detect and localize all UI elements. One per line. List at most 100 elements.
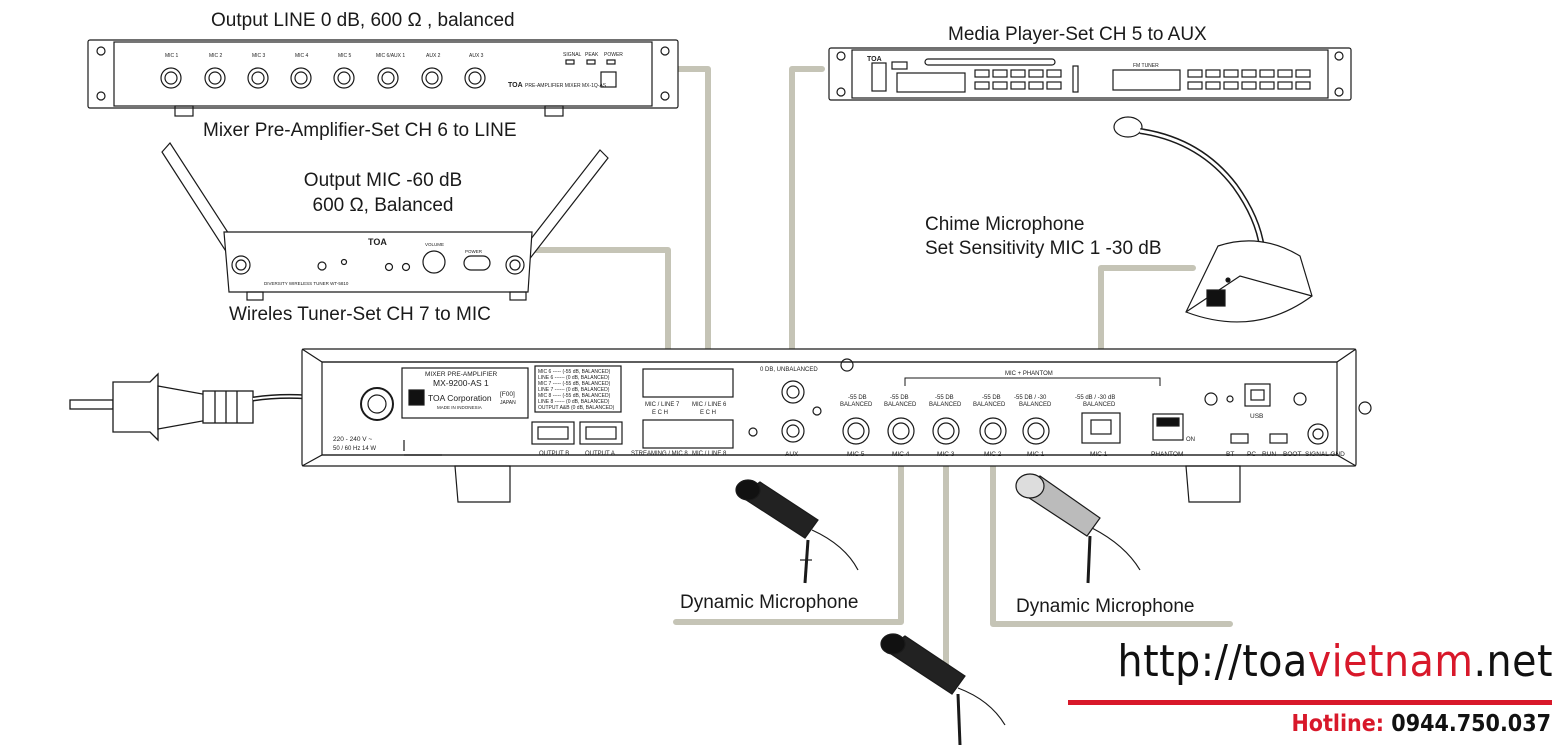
media-display-left: [896, 72, 966, 93]
spec-line: MIC 6 ----- (-55 dB, BALANCED): [538, 369, 611, 375]
media-toa-logo: TOA: [867, 56, 882, 63]
label-bt: BT: [1226, 451, 1234, 458]
label-ech: E C H: [700, 410, 716, 416]
label-mic-line-8: MIC / LINE 8: [692, 451, 727, 457]
label-bal: -55 DB: [890, 395, 909, 401]
output-b-terminal: [531, 421, 575, 445]
label-bal: BALANCED: [840, 402, 873, 408]
tuner-output-label-2: 600 Ω, Balanced: [312, 195, 454, 216]
jack-mic1: [1022, 417, 1050, 445]
spec-box: [534, 365, 622, 413]
mixer-knob-label: MIC 6/AUX 1: [376, 53, 405, 59]
label-output-b: OUTPUT B: [539, 451, 569, 457]
brand-url-prefix: http://toa: [1117, 636, 1308, 687]
jack-mic2: [979, 417, 1007, 445]
hotline: Hotline: 0944.750.037: [1291, 711, 1551, 737]
cable-media-to-aux: [789, 66, 825, 385]
tuner-power-label: POWER: [465, 249, 483, 254]
panel-f00: [F00]: [500, 391, 515, 398]
panel-corp: TOA Corporation: [428, 393, 492, 403]
tuner-body: [223, 231, 533, 293]
label-bal: -55 DB: [848, 395, 867, 401]
panel-foot-left: [454, 465, 511, 503]
media-player-label: Media Player-Set CH 5 to AUX: [948, 24, 1207, 45]
mic-line-7-6-terminal: [642, 368, 734, 398]
tuner-power-button: [463, 255, 491, 271]
label-bal: -55 DB: [935, 395, 954, 401]
output-a-terminal: [579, 421, 623, 445]
tuner-volume-label: VOLUME: [425, 242, 444, 247]
tuner-output-label-1: Output MIC -60 dB: [303, 170, 463, 191]
panel-foot-right: [1185, 465, 1241, 503]
label-bal: BALANCED: [1019, 402, 1052, 408]
panel-japan: JAPAN: [500, 400, 516, 406]
mixer-knob-label: AUX 2: [426, 53, 441, 59]
media-display-fm: [1112, 69, 1181, 91]
usb-port: [1244, 383, 1271, 407]
chime-base: [1185, 240, 1313, 323]
label-plate: [401, 367, 529, 419]
spec-line: OUTPUT A&B (0 dB, BALANCED): [538, 405, 615, 411]
tuner-toa-logo: TOA: [368, 237, 387, 247]
brand-url-accent: vietnam: [1307, 636, 1474, 687]
mixer-led-label: POWER: [604, 52, 623, 58]
device-lettering: MIC 1 MIC 2 MIC 3 MIC 4 MIC 5 MIC 6/AUX …: [165, 52, 1159, 286]
label-jack-mic5: MIC 5: [847, 451, 865, 458]
media-cd-slot: [924, 58, 1056, 66]
tuner-name-label: Wireles Tuner-Set CH 7 to MIC: [229, 304, 491, 325]
label-jack-mic2: MIC 2: [984, 451, 1002, 458]
mixer-power-switch: [600, 71, 617, 88]
label-jack-mic1: MIC 1: [1027, 451, 1045, 458]
media-body: [851, 49, 1329, 99]
mixer-name-label: Mixer Pre-Amplifier-Set CH 6 to LINE: [203, 120, 517, 141]
wireless-tuner-device: [161, 142, 609, 301]
jack-mic4: [887, 417, 915, 445]
mixer-toa-logo: TOA: [508, 82, 523, 89]
brand-url: http://toavietnam.net: [1117, 636, 1553, 687]
label-aux: AUX: [785, 451, 799, 458]
mic-line-8-terminal: [642, 419, 734, 449]
panel-power-2: 50 / 60 Hz 14 W: [333, 446, 376, 452]
label-jack-mic4: MIC 4: [892, 451, 910, 458]
label-bal: BALANCED: [884, 402, 917, 408]
label-output-a: OUTPUT A: [585, 451, 615, 457]
xlr-jacks: [842, 417, 1050, 445]
panel-model-1: MIXER PRE-AMPLIFIER: [425, 371, 498, 378]
panel-made: MADE IN INDONESIA: [437, 405, 482, 410]
tuner-model-text: DIVERSITY WIRELESS TUNER WT-5810: [264, 281, 349, 286]
label-mic-line-6: MIC / LINE 6: [692, 402, 727, 408]
label-bal: BALANCED: [1083, 402, 1116, 408]
chime-mic-label-1: Chime Microphone: [925, 214, 1085, 235]
rca-jacks: [748, 358, 854, 443]
label-mic-line-7: MIC / LINE 7: [645, 402, 680, 408]
media-buttons-left: [974, 69, 1062, 90]
label-ech: E C H: [652, 410, 668, 416]
mixer-model-text: PRE-AMPLIFIER MIXER MX-1Q-AS: [525, 83, 607, 89]
cable-chime-to-mic1: [1098, 265, 1196, 389]
media-player-device: [828, 47, 1352, 101]
mx9200-rear-panel: [301, 348, 1372, 503]
label-rj45-mic1: MIC 1: [1090, 451, 1108, 458]
media-buttons-right: [1187, 69, 1311, 90]
spec-line: MIC 8 ----- (-55 dB, BALANCED): [538, 393, 611, 399]
label-jack-mic3: MIC 3: [937, 451, 955, 458]
dynamic-mic-label-left: Dynamic Microphone: [680, 592, 859, 613]
mixer-knob-label: MIC 4: [295, 53, 309, 59]
cable-dyn-left-to-mic4: [673, 434, 904, 625]
chime-microphone: [1113, 116, 1313, 323]
jack-mic5: [842, 417, 870, 445]
label-pc: PC: [1247, 451, 1256, 458]
mixer-knob-label: MIC 5: [338, 53, 352, 59]
label-bal: BALANCED: [929, 402, 962, 408]
brand-url-suffix: .net: [1473, 636, 1553, 687]
signal-gnd-terminal: [1307, 423, 1329, 445]
spec-line: MIC 7 ----- (-55 dB, BALANCED): [538, 381, 611, 387]
label-signal-gnd: SIGNAL GND: [1305, 451, 1345, 458]
hotline-number: 0944.750.037: [1391, 711, 1551, 737]
panel-model-2: MX-9200-AS 1: [433, 378, 489, 388]
spec-line: LINE 8 ------ (0 dB, BALANCED): [538, 399, 610, 405]
label-phantom: PHANTOM: [1151, 451, 1183, 458]
chime-mic-label-2: Set Sensitivity MIC 1 -30 dB: [925, 238, 1162, 259]
mixer-led-label: SIGNAL: [563, 52, 582, 58]
